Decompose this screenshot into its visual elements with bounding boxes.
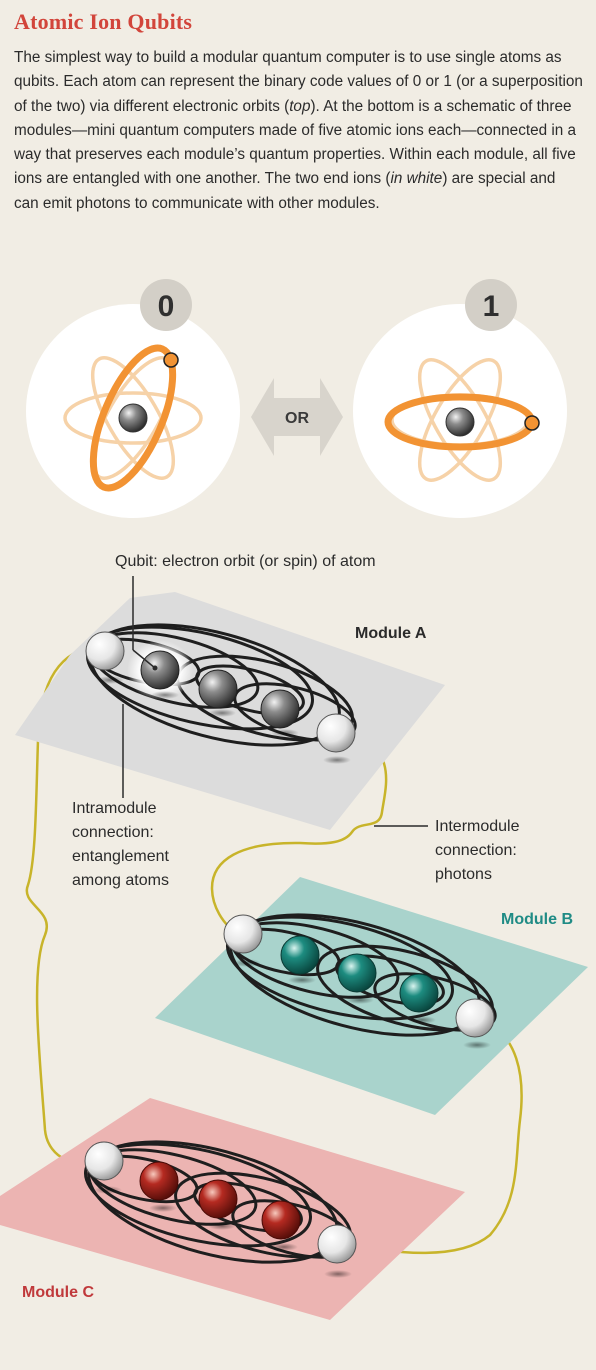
- intramodule-line: among atoms: [72, 872, 169, 889]
- qubit-state-zero: [26, 279, 240, 518]
- module-c-ion: [139, 1161, 179, 1201]
- state-one-label: 1: [483, 290, 500, 323]
- module-b-ion: [337, 953, 377, 993]
- module-a-label: Module A: [355, 625, 427, 642]
- intro-white-word: in white: [390, 170, 443, 188]
- intermodule-label: Intermodule connection: photons: [435, 815, 520, 887]
- module-a-ion: [260, 689, 300, 729]
- module-c-ion: [198, 1179, 238, 1219]
- qubit-label: Qubit: electron orbit (or spin) of atom: [115, 553, 376, 570]
- module-a-ion: [140, 650, 180, 690]
- module-c-end-ion: [84, 1141, 124, 1181]
- intramodule-label: Intramodule connection: entanglement amo…: [72, 797, 169, 893]
- state-one-electron: [524, 415, 540, 431]
- module-c-end-ion: [317, 1224, 357, 1264]
- module-b-label: Module B: [501, 911, 573, 928]
- intro-text-2: ). At the bottom is a schematic of three…: [14, 97, 577, 188]
- qubit-state-one: [353, 279, 567, 518]
- module-a-ion: [198, 669, 238, 709]
- state-zero-badge: [140, 279, 192, 331]
- module-a: [15, 592, 445, 830]
- state-zero-nucleus: [118, 403, 148, 433]
- state-one-nucleus: [445, 407, 475, 437]
- intro-paragraph: The simplest way to build a modular quan…: [14, 46, 584, 216]
- module-b-ion: [399, 973, 439, 1013]
- module-b-end-ion: [223, 914, 263, 954]
- photon-link-b-c: [336, 1016, 523, 1255]
- state-zero-label: 0: [158, 290, 175, 323]
- or-arrow-icon: [251, 378, 343, 456]
- intermodule-line: Intermodule: [435, 818, 520, 835]
- module-b-ion: [280, 935, 320, 975]
- module-b-end-ion: [455, 998, 495, 1038]
- module-c-label: Module C: [22, 1284, 94, 1301]
- intermodule-line: connection:: [435, 842, 517, 859]
- module-a-end-ion: [316, 713, 356, 753]
- intramodule-line: Intramodule: [72, 800, 157, 817]
- state-zero-electron: [163, 352, 179, 368]
- state-one-badge: [465, 279, 517, 331]
- intramodule-line: connection:: [72, 824, 154, 841]
- intro-top-word: top: [289, 97, 311, 115]
- intramodule-line: entanglement: [72, 848, 169, 865]
- intermodule-line: photons: [435, 866, 492, 883]
- or-label: OR: [285, 410, 309, 427]
- intro-text-3: ) are special and can emit photons to co…: [14, 170, 556, 212]
- state-zero-active-orbit: [89, 344, 177, 492]
- module-a-end-ion: [85, 631, 125, 671]
- intro-text-1: The simplest way to build a modular quan…: [14, 49, 583, 115]
- module-c-ion: [261, 1200, 301, 1240]
- module-c: [0, 1098, 465, 1320]
- page-title: Atomic Ion Qubits: [14, 9, 193, 34]
- module-b: [155, 877, 588, 1115]
- photon-link-a-b: [210, 731, 388, 937]
